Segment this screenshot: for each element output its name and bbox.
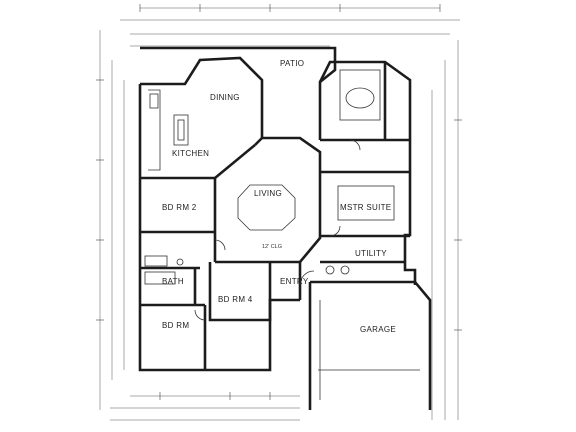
room-label-bed-rm-4: BD RM 4 — [218, 295, 253, 304]
room-label-mstr-suite: MSTR SUITE — [340, 203, 391, 212]
room-label-utility: UTILITY — [355, 249, 387, 258]
room-label-patio: PATIO — [280, 59, 304, 68]
dimension-lines — [96, 4, 462, 421]
room-label-living: LIVING — [254, 189, 282, 198]
ceiling-note: 12' CLG — [262, 244, 282, 250]
room-labels: PATIO DINING KITCHEN LIVING BD RM 2 MSTR… — [162, 59, 396, 334]
room-label-bath: BATH — [162, 277, 184, 286]
room-label-entry: ENTRY — [280, 277, 309, 286]
room-label-dining: DINING — [210, 93, 240, 102]
exterior-walls — [138, 46, 432, 410]
room-label-garage: GARAGE — [360, 325, 396, 334]
interior-walls — [140, 62, 410, 370]
room-label-kitchen: KITCHEN — [172, 149, 209, 158]
room-label-bed-rm-2: BD RM 2 — [162, 203, 197, 212]
room-label-bed-rm-3: BD RM — [162, 321, 189, 330]
fixtures — [144, 69, 420, 400]
